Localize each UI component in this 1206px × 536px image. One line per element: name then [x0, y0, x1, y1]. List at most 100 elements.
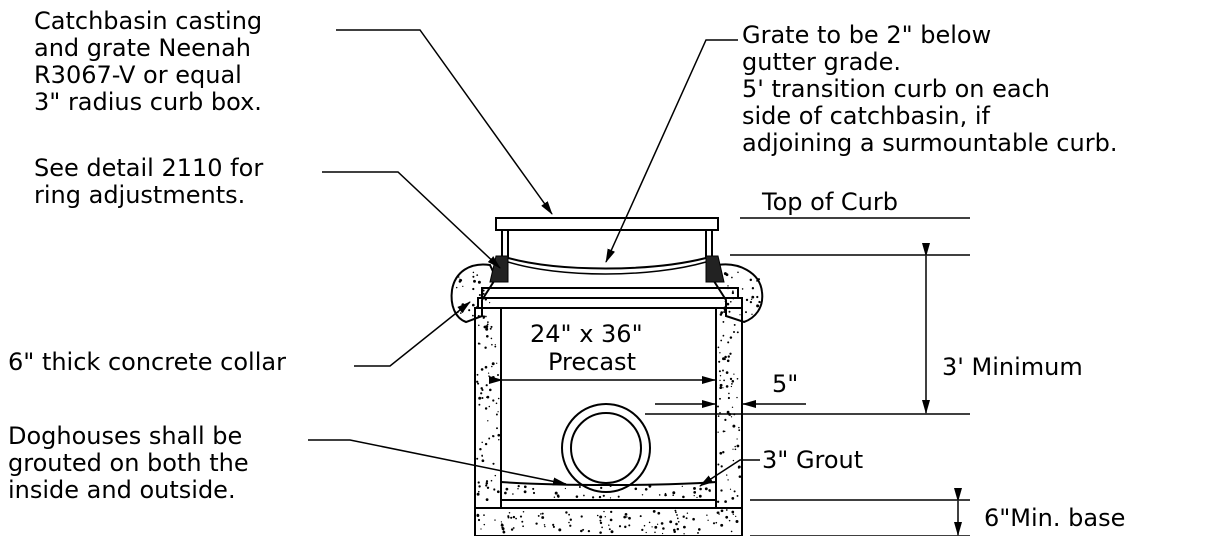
concrete-speck — [719, 411, 721, 414]
outlet-pipe-outer — [561, 403, 651, 493]
concrete-speck — [669, 520, 673, 524]
concrete-speck — [486, 323, 489, 326]
concrete-speck — [494, 474, 497, 477]
concrete-speck — [535, 522, 538, 525]
concrete-speck — [510, 516, 513, 519]
concrete-speck — [719, 375, 722, 377]
concrete-speck — [706, 514, 708, 516]
concrete-speck — [718, 370, 721, 373]
leader-doghouses — [308, 439, 567, 486]
precast-wall-left — [474, 307, 502, 509]
concrete-speck — [485, 315, 487, 318]
concrete-speck — [487, 420, 489, 422]
leader-ring — [322, 171, 501, 269]
concrete-speck — [491, 362, 495, 366]
concrete-speck — [624, 513, 628, 516]
concrete-speck — [733, 323, 736, 326]
concrete-speck — [727, 341, 730, 344]
concrete-speck — [738, 426, 740, 429]
note-line: side of catchbasin, if — [742, 102, 991, 130]
concrete-speck — [719, 383, 723, 387]
concrete-speck — [729, 300, 732, 303]
concrete-speck — [601, 526, 603, 529]
concrete-speck — [459, 278, 463, 282]
concrete-speck — [654, 525, 658, 529]
concrete-speck — [481, 459, 485, 463]
concrete-speck — [732, 297, 735, 300]
concrete-speck — [501, 527, 505, 531]
concrete-speck — [522, 510, 525, 513]
concrete-speck — [564, 487, 567, 490]
concrete-speck — [756, 295, 759, 299]
leader-grate — [605, 39, 738, 263]
concrete-speck — [490, 479, 493, 482]
concrete-speck — [628, 516, 631, 520]
concrete-speck — [610, 510, 613, 514]
concrete-speck — [491, 365, 493, 368]
concrete-speck — [717, 463, 720, 466]
concrete-speck — [515, 517, 517, 520]
concrete-speck — [697, 531, 699, 534]
concrete-speck — [608, 524, 610, 526]
concrete-speck — [756, 304, 760, 308]
concrete-speck — [723, 310, 726, 314]
concrete-speck — [483, 523, 486, 526]
concrete-speck — [662, 532, 664, 535]
concrete-speck — [682, 515, 685, 518]
concrete-speck — [623, 515, 627, 519]
concrete-speck — [599, 521, 603, 525]
concrete-speck — [599, 515, 603, 519]
concrete-speck — [580, 515, 583, 518]
concrete-speck — [736, 444, 740, 448]
concrete-speck — [737, 465, 741, 469]
concrete-speck — [496, 490, 500, 494]
concrete-speck — [482, 289, 485, 292]
concrete-speck — [676, 517, 679, 520]
concrete-speck — [477, 342, 480, 345]
concrete-speck — [626, 516, 628, 518]
concrete-speck — [472, 275, 475, 278]
concrete-speck — [735, 520, 739, 523]
concrete-speck — [457, 276, 460, 278]
concrete-speck — [725, 371, 729, 374]
concrete-speck — [540, 513, 542, 515]
concrete-speck — [736, 494, 739, 497]
concrete-speck — [682, 495, 685, 499]
ring-gasket-left — [489, 255, 509, 283]
note-line: grouted on both the — [8, 449, 249, 477]
label-wall-thickness: 5" — [772, 370, 798, 398]
concrete-speck — [749, 300, 753, 304]
concrete-speck — [722, 357, 725, 361]
concrete-speck — [719, 397, 721, 400]
concrete-speck — [485, 325, 489, 329]
concrete-speck — [482, 315, 486, 318]
note-ring-adjustments: See detail 2110 for ring adjustments. — [34, 154, 263, 209]
concrete-speck — [736, 438, 738, 440]
concrete-speck — [675, 522, 678, 526]
concrete-speck — [696, 496, 698, 499]
concrete-speck — [727, 285, 729, 287]
concrete-speck — [541, 512, 544, 515]
concrete-speck — [481, 388, 484, 392]
concrete-speck — [591, 496, 595, 499]
concrete-speck — [728, 392, 730, 395]
concrete-speck — [477, 490, 480, 493]
label-grout: 3" Grout — [762, 446, 863, 474]
concrete-speck — [475, 306, 479, 309]
concrete-speck — [739, 314, 741, 316]
concrete-speck — [498, 439, 500, 441]
concrete-speck — [736, 377, 739, 380]
concrete-speck — [639, 515, 642, 518]
concrete-speck — [481, 396, 484, 400]
concrete-speck — [718, 360, 721, 363]
concrete-speck — [603, 510, 605, 513]
concrete-speck — [730, 530, 733, 533]
concrete-speck — [455, 286, 458, 289]
concrete-speck — [725, 509, 728, 511]
concrete-speck — [719, 352, 721, 354]
concrete-speck — [477, 518, 481, 522]
concrete-speck — [565, 511, 568, 514]
concrete-speck — [727, 396, 730, 400]
concrete-speck — [716, 500, 720, 503]
